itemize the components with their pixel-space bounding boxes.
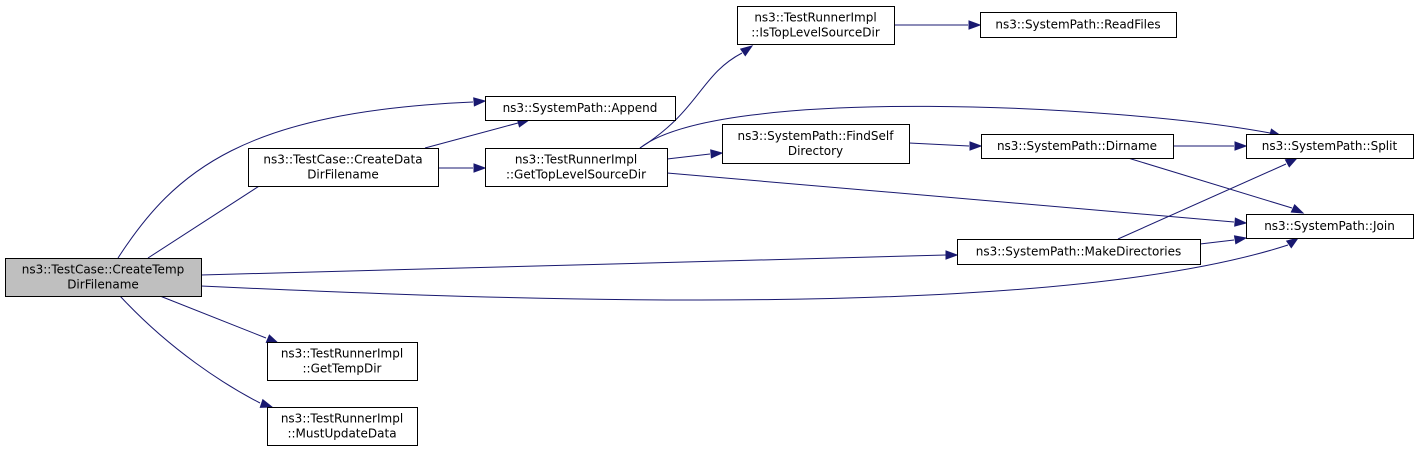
node-box — [267, 342, 418, 381]
node-is-top[interactable]: ns3::TestRunnerImpl::IsTopLevelSourceDir — [737, 6, 895, 45]
edge-line — [1117, 163, 1287, 240]
edge-is_top-to-read_files — [894, 20, 982, 30]
node-label-line: ns3::SystemPath::Dirname — [997, 139, 1157, 153]
nodes-layer: ns3::TestCase::CreateTempDirFilenamens3:… — [5, 6, 1414, 446]
edge-line — [200, 254, 947, 276]
node-box — [980, 12, 1177, 38]
node-append[interactable]: ns3::SystemPath::Append — [485, 96, 676, 121]
edge-line — [1199, 239, 1235, 245]
node-label-line: ns3::SystemPath::FindSelf — [738, 129, 895, 143]
arrowhead-icon — [1284, 157, 1299, 168]
node-label-line: ::IsTopLevelSourceDir — [751, 26, 880, 40]
node-label-line: ns3::TestCase::CreateData — [263, 153, 422, 167]
edge-create_data-to-get_top — [438, 163, 487, 173]
node-label-line: ::GetTopLevelSourceDir — [506, 168, 646, 182]
edge-line — [1127, 157, 1293, 209]
node-get-top[interactable]: ns3::TestRunnerImpl::GetTopLevelSourceDi… — [485, 148, 668, 187]
edge-line — [639, 52, 743, 149]
arrowhead-icon — [710, 149, 724, 159]
node-split[interactable]: ns3::SystemPath::Split — [1246, 134, 1414, 159]
edge-make_dirs-to-split — [1117, 157, 1299, 240]
node-label-line: ns3::SystemPath::Join — [1264, 219, 1395, 233]
edge-create_temp-to-get_temp_dir — [159, 295, 280, 344]
node-label-line: ns3::SystemPath::ReadFiles — [995, 18, 1160, 32]
node-read-files[interactable]: ns3::SystemPath::ReadFiles — [980, 12, 1177, 38]
node-label-line: ns3::TestRunnerImpl — [515, 153, 637, 167]
edge-make_dirs-to-join — [1199, 235, 1248, 245]
node-label-line: ::GetTempDir — [303, 362, 382, 376]
arrowhead-icon — [945, 250, 959, 260]
arrowhead-icon — [265, 334, 280, 344]
node-label-line: ns3::TestRunnerImpl — [281, 347, 403, 361]
node-join[interactable]: ns3::SystemPath::Join — [1246, 214, 1414, 239]
arrowhead-icon — [739, 45, 754, 57]
node-make-dirs[interactable]: ns3::SystemPath::MakeDirectories — [957, 239, 1201, 265]
edge-line — [117, 101, 474, 259]
edge-find_self-to-dirname — [908, 141, 983, 151]
arrowhead-icon — [1234, 141, 1248, 151]
arrowhead-icon — [473, 163, 487, 173]
arrowhead-icon — [1285, 237, 1300, 249]
node-box — [737, 6, 895, 45]
edge-get_top-to-is_top — [639, 45, 754, 149]
node-get-temp-dir[interactable]: ns3::TestRunnerImpl::GetTempDir — [267, 342, 418, 381]
node-box — [267, 407, 418, 446]
edge-line — [908, 142, 970, 147]
edge-line — [424, 122, 519, 149]
edges-layer — [117, 20, 1305, 408]
edge-create_temp-to-must_update — [119, 295, 274, 408]
edge-create_temp-to-append — [117, 97, 487, 259]
node-dirname[interactable]: ns3::SystemPath::Dirname — [981, 134, 1174, 159]
node-label-line: ns3::TestRunnerImpl — [281, 412, 403, 426]
node-box — [485, 96, 676, 121]
edge-create_temp-to-join — [200, 237, 1300, 301]
edge-line — [159, 295, 267, 339]
arrowhead-icon — [969, 141, 983, 151]
node-box — [722, 124, 910, 164]
arrowhead-icon — [259, 398, 274, 408]
edge-dirname-to-join — [1127, 157, 1305, 214]
arrowhead-icon — [1290, 203, 1305, 214]
node-label-line: Directory — [788, 144, 843, 158]
node-label-line: ns3::TestRunnerImpl — [754, 11, 876, 25]
node-label-line: ns3::TestCase::CreateTemp — [22, 263, 185, 277]
arrowhead-icon — [968, 20, 982, 30]
node-label-line: DirFilename — [307, 168, 379, 182]
arrowhead-icon — [1233, 235, 1248, 245]
arrowhead-icon — [1234, 217, 1248, 227]
node-label-line: DirFilename — [67, 278, 139, 292]
edge-line — [639, 105, 1271, 149]
node-label-line: ns3::SystemPath::MakeDirectories — [976, 245, 1182, 259]
node-label-line: ns3::SystemPath::Append — [503, 101, 658, 115]
node-box — [485, 148, 668, 187]
edge-create_temp-to-make_dirs — [200, 250, 959, 276]
node-box — [5, 258, 202, 297]
edge-dirname-to-split — [1173, 141, 1248, 151]
edge-line — [666, 172, 1235, 223]
node-label-line: ::MustUpdateData — [287, 427, 396, 441]
edge-line — [200, 244, 1289, 301]
node-box — [248, 148, 439, 187]
node-box — [1246, 214, 1414, 239]
edge-get_top-to-find_self — [666, 149, 724, 160]
node-box — [957, 239, 1201, 265]
edge-line — [666, 153, 711, 160]
node-must-update[interactable]: ns3::TestRunnerImpl::MustUpdateData — [267, 407, 418, 446]
node-box — [981, 134, 1174, 159]
edge-get_top-to-join — [666, 172, 1248, 227]
edge-line — [119, 295, 261, 404]
arrowhead-icon — [473, 97, 487, 107]
edge-create_data-to-append — [424, 118, 531, 149]
node-label-line: ns3::SystemPath::Split — [1262, 139, 1398, 153]
node-box — [1246, 134, 1414, 159]
